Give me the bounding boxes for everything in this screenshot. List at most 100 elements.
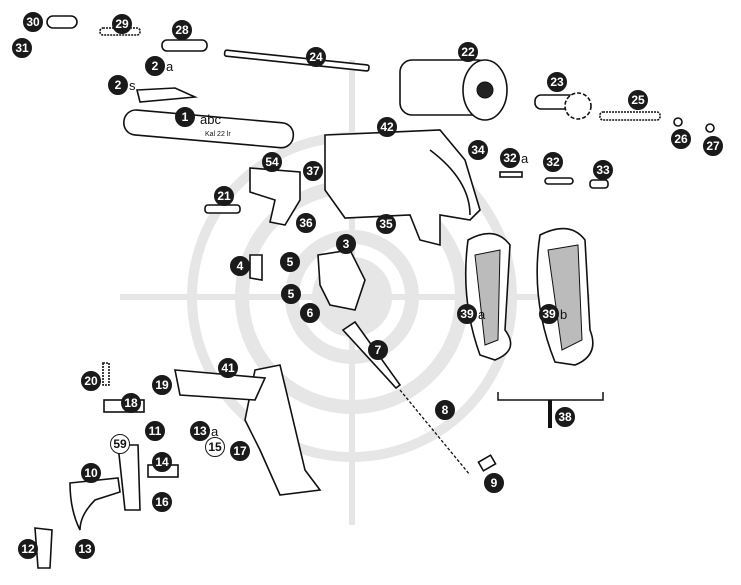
part-label-34: 34	[468, 140, 488, 160]
part-label-21: 21	[214, 186, 234, 206]
label-badge	[281, 284, 301, 304]
label-number: 32	[546, 155, 560, 169]
svg-text:Kal 22 lr: Kal 22 lr	[205, 131, 231, 138]
label-badge	[539, 304, 559, 324]
part-label-38: 38	[555, 407, 575, 427]
label-badge	[152, 452, 172, 472]
part-label-15: 15	[205, 437, 225, 457]
label-badge	[190, 421, 210, 441]
part-26	[673, 117, 683, 127]
part-label-22: 22	[458, 42, 478, 62]
label-badge	[484, 473, 504, 493]
grip-screw-bracket	[497, 392, 604, 428]
part-label-5: 5	[280, 252, 300, 272]
label-badge	[205, 437, 225, 457]
part-label-4: 4	[230, 256, 250, 276]
label-number: 39	[460, 307, 474, 321]
label-badge	[547, 72, 567, 92]
label-badge	[303, 161, 323, 181]
label-number: 29	[115, 17, 129, 31]
label-number: 30	[26, 15, 40, 29]
part-label-25: 25	[628, 90, 648, 110]
label-number: 17	[233, 444, 247, 458]
label-number: 59	[113, 437, 127, 451]
label-number: 7	[375, 343, 382, 357]
part-label-1: 1	[175, 107, 195, 127]
part-label-12: 12	[18, 539, 38, 559]
label-badge	[23, 12, 43, 32]
label-badge	[81, 371, 101, 391]
part-label-32: 32	[543, 152, 563, 172]
part-label-20: 20	[81, 371, 101, 391]
trigger-10	[69, 477, 121, 531]
label-badge	[121, 393, 141, 413]
label-number: 39	[542, 307, 556, 321]
part-label-13: 13	[75, 539, 95, 559]
label-badge	[112, 14, 132, 34]
grip-39b-part	[536, 227, 594, 366]
pawl-4-part	[249, 254, 263, 281]
part-label-8: 8	[435, 400, 455, 420]
label-badge	[306, 47, 326, 67]
part-label-18: 18	[121, 393, 141, 413]
part-12	[34, 527, 53, 569]
pin-21-part	[204, 204, 241, 214]
label-number: 10	[84, 466, 98, 480]
label-badge	[230, 441, 250, 461]
label-badge	[12, 38, 32, 58]
spring-20	[102, 362, 110, 386]
label-badge	[377, 117, 397, 137]
part-label-14: 14	[152, 452, 172, 472]
label-badge	[280, 252, 300, 272]
label-number: 16	[155, 495, 169, 509]
barrel-part: abc Kal 22 lr	[123, 109, 295, 149]
part-label-6: 6	[300, 303, 320, 323]
label-suffix: a	[166, 59, 174, 74]
label-number: 15	[208, 440, 222, 454]
label-badge	[214, 186, 234, 206]
label-number: 27	[706, 139, 720, 153]
label-number: 37	[306, 164, 320, 178]
label-number: 13	[78, 542, 92, 556]
grip-39a-part	[464, 232, 512, 361]
part-label-3: 3	[336, 234, 356, 254]
label-number: 9	[491, 476, 498, 490]
label-badge	[145, 56, 165, 76]
label-number: 33	[596, 163, 610, 177]
label-number: 21	[217, 189, 231, 203]
label-number: 2	[115, 78, 122, 92]
part-label-26: 26	[671, 129, 691, 149]
label-number: 19	[155, 378, 169, 392]
part-label-24: 24	[306, 47, 326, 67]
label-number: 23	[550, 75, 564, 89]
label-number: 25	[631, 93, 645, 107]
part-9	[477, 454, 497, 472]
svg-text:abc: abc	[200, 112, 221, 127]
label-badge	[172, 20, 192, 40]
label-badge	[145, 421, 165, 441]
label-number: 5	[288, 287, 295, 301]
rear-sight-part	[135, 87, 199, 103]
label-number: 2	[152, 59, 159, 73]
part-label-59: 59	[110, 434, 130, 454]
part-label-35: 35	[376, 214, 396, 234]
label-suffix: s	[129, 78, 136, 93]
label-number: 54	[265, 155, 279, 169]
trigger-guard-frame-part	[244, 364, 322, 496]
label-badge	[152, 492, 172, 512]
label-suffix: a	[211, 424, 219, 439]
part-label-10: 10	[81, 463, 101, 483]
part-label-31: 31	[12, 38, 32, 58]
label-number: 31	[15, 41, 29, 55]
part-label-23: 23	[547, 72, 567, 92]
label-badge	[218, 358, 238, 378]
label-badge	[628, 90, 648, 110]
label-badge	[457, 304, 477, 324]
label-badge	[468, 140, 488, 160]
part-label-36: 36	[296, 213, 316, 233]
label-badge	[300, 303, 320, 323]
